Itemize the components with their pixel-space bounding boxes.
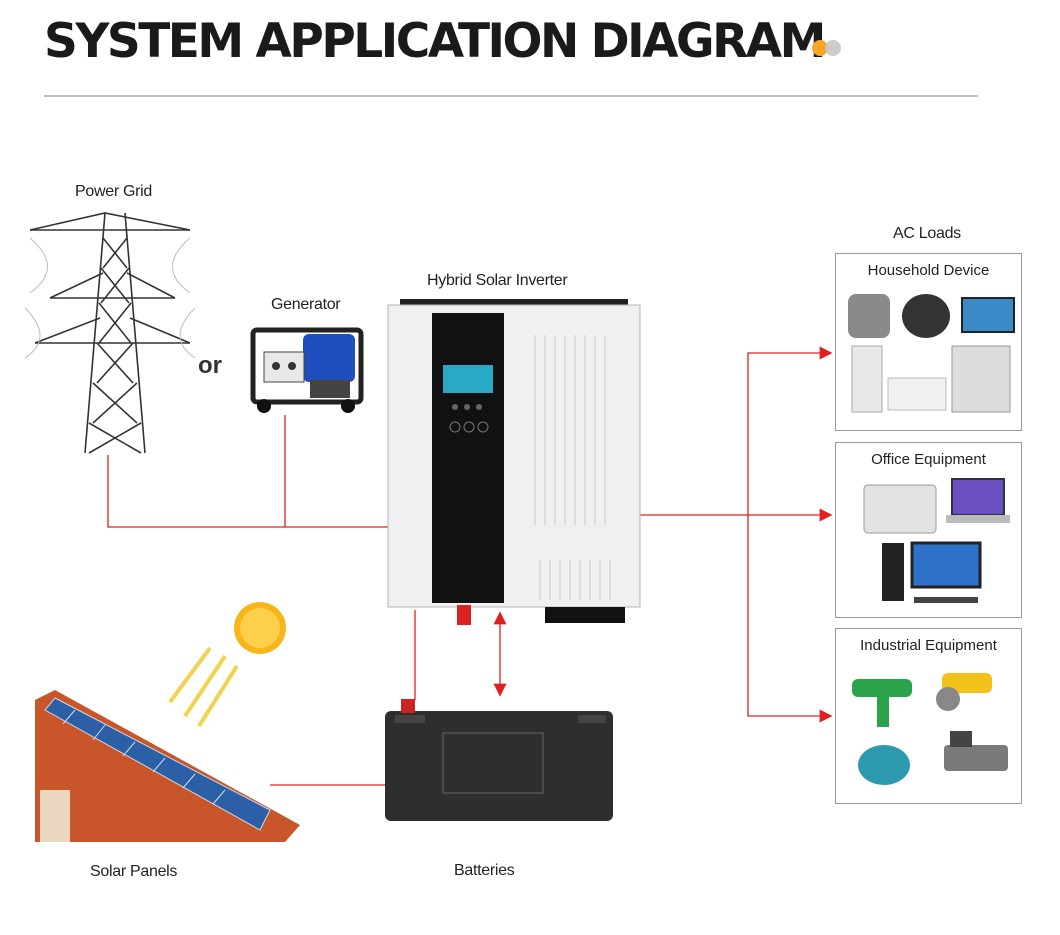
laptop-icon — [951, 478, 1005, 516]
rice-cooker-icon — [902, 294, 950, 338]
generator-label: Generator — [271, 296, 341, 313]
industrial-equipment-box: Industrial Equipment — [835, 628, 1022, 804]
television-icon — [961, 297, 1015, 333]
title-dots-icon — [812, 40, 841, 56]
sun-icon — [234, 602, 286, 654]
grid-wire — [107, 455, 390, 528]
household-load-wire — [747, 346, 833, 515]
fax-machine-icon — [863, 484, 937, 534]
desktop-computer-icon — [882, 543, 904, 601]
office-equipment-box: Office Equipment — [835, 442, 1022, 618]
or-text: or — [198, 352, 222, 379]
refrigerator-icon — [851, 345, 883, 413]
pressure-cooker-icon — [848, 294, 890, 338]
hybrid-inverter-icon — [387, 299, 641, 625]
power-tower-icon — [25, 212, 195, 454]
industrial-equipment-icon — [852, 673, 1008, 785]
angle-grinder-icon — [942, 673, 992, 693]
power-grid-label: Power Grid — [75, 183, 153, 200]
generator-icon — [250, 327, 364, 413]
ac-loads-label: AC Loads — [893, 225, 961, 242]
double-door-refrigerator-icon — [951, 345, 1011, 413]
battery-icon — [385, 699, 613, 821]
industrial-equipment-label: Industrial Equipment — [860, 637, 997, 654]
air-compressor-icon — [944, 745, 1008, 771]
header-divider — [44, 95, 978, 97]
office-equipment-label: Office Equipment — [871, 451, 986, 468]
industrial-load-wire — [747, 515, 833, 723]
household-appliances-icon — [848, 294, 1015, 413]
solar-panel-roof-icon — [35, 690, 300, 842]
power-drill-icon — [852, 679, 912, 697]
household-device-box: Household Device — [835, 253, 1022, 431]
air-conditioner-icon — [887, 377, 947, 411]
electric-motor-icon — [858, 745, 910, 785]
solar-panels-label: Solar Panels — [90, 863, 178, 880]
page-title: SYSTEM APPLICATION DIAGRAM — [44, 14, 826, 69]
batteries-label: Batteries — [454, 862, 515, 879]
sun-rays-icon — [168, 646, 239, 728]
office-equipment-icon — [863, 478, 1010, 603]
household-device-label: Household Device — [867, 262, 990, 279]
inverter-label: Hybrid Solar Inverter — [427, 272, 568, 289]
